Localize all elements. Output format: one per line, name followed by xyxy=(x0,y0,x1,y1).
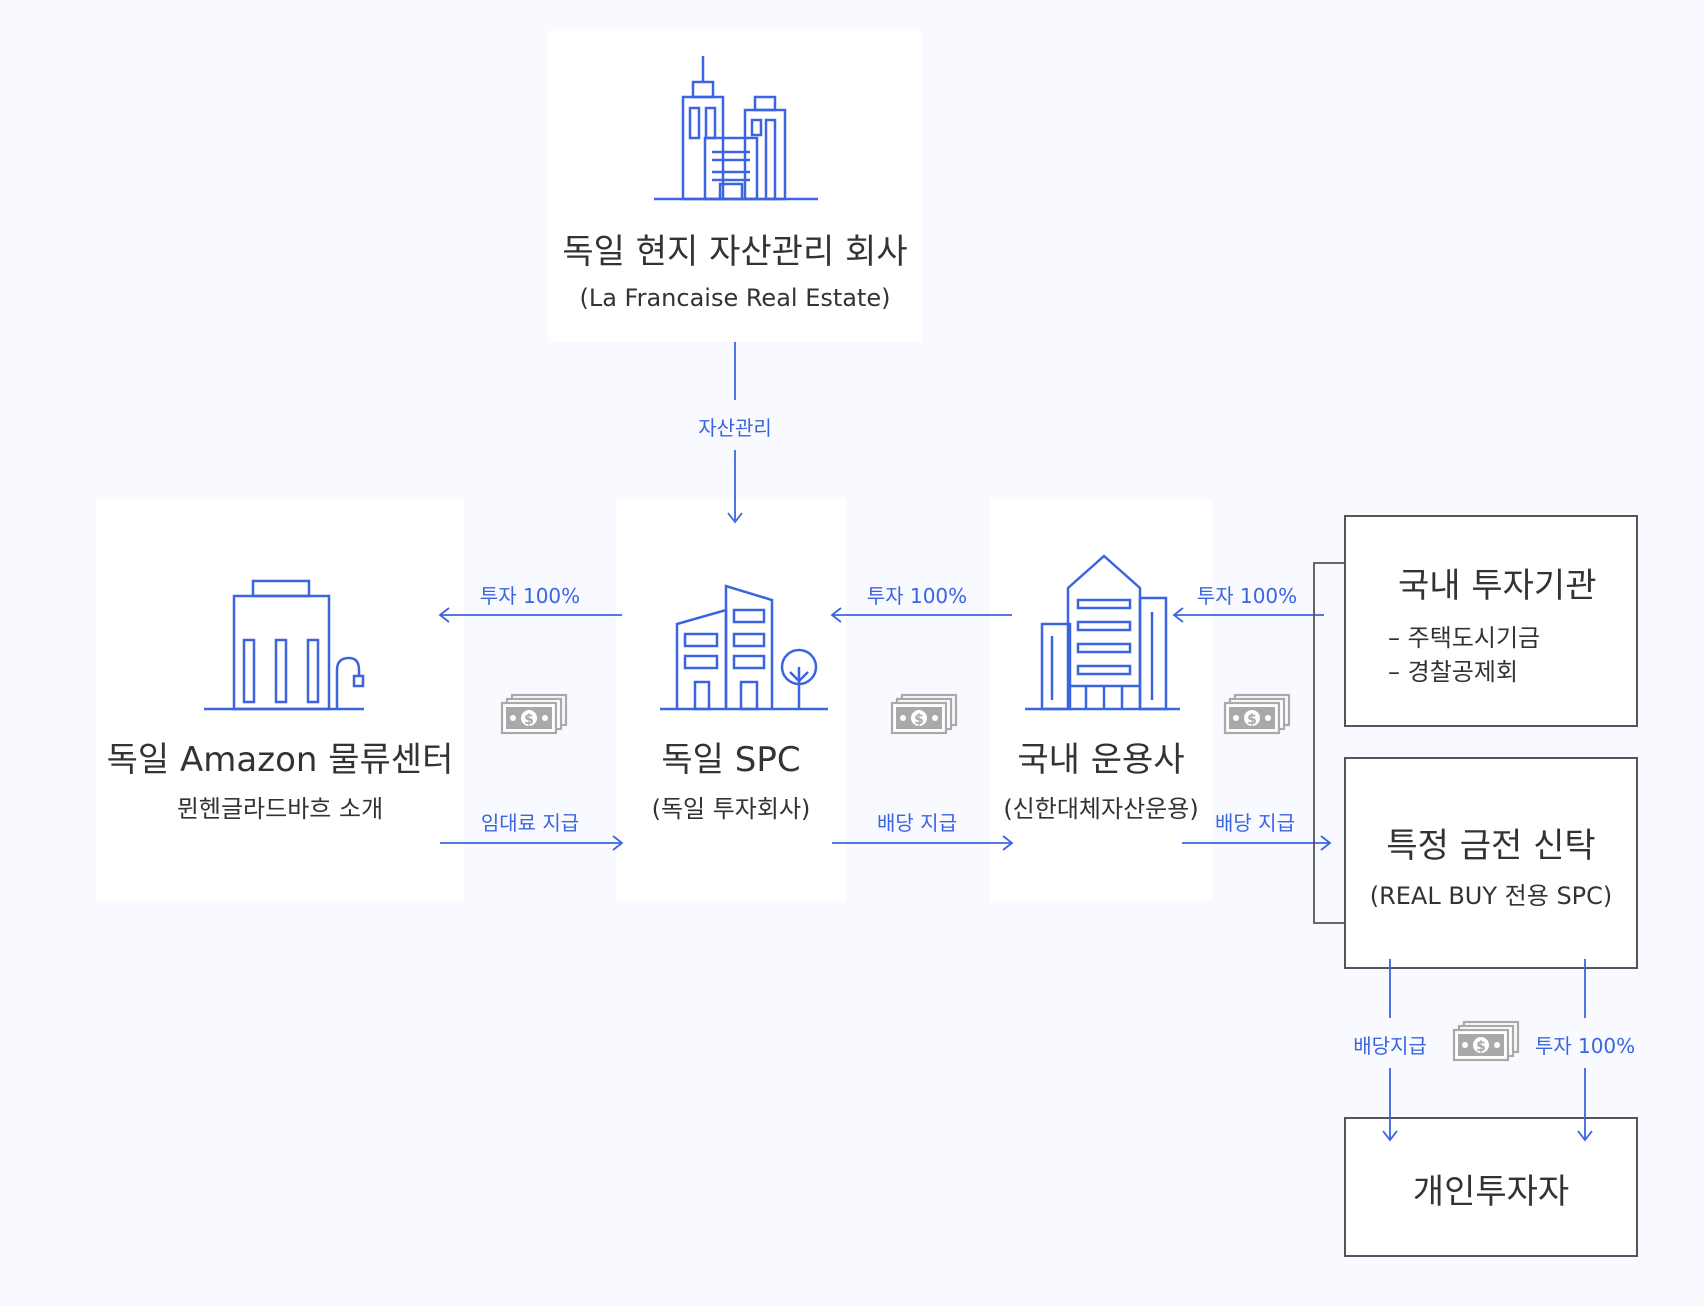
individual-investor-title: 개인투자자 xyxy=(1412,1172,1570,1212)
manager-card xyxy=(990,499,1212,901)
trust-to-individual-label: 배당지급 xyxy=(1353,1034,1427,1058)
skyscraper-icon xyxy=(654,56,818,201)
institution-item: – 주택도시기금 xyxy=(1388,624,1541,652)
money-stack-icon xyxy=(890,693,958,735)
institutions-box xyxy=(1344,515,1638,727)
money-stack-icon xyxy=(500,693,568,735)
money-stack-icon xyxy=(1223,693,1291,735)
money-stack-icon xyxy=(1452,1020,1520,1062)
trust-subtitle: (REAL BUY 전용 SPC) xyxy=(1369,882,1613,910)
amazon-card xyxy=(96,499,464,901)
manager-to-trust-label: 배당 지급 xyxy=(1215,811,1295,835)
amazon-to-spc-label: 임대료 지급 xyxy=(480,811,580,835)
office-building-icon xyxy=(660,584,828,711)
manager-title: 국내 운용사 xyxy=(1017,740,1185,780)
spc-title: 독일 SPC xyxy=(661,740,801,780)
institutions-to-manager-label: 투자 100% xyxy=(1196,584,1298,608)
spc-card xyxy=(616,499,846,901)
spc-to-manager-label: 배당 지급 xyxy=(877,811,957,835)
asset-manager-title: 독일 현지 자산관리 회사 xyxy=(562,232,908,272)
trust-title: 특정 금전 신탁 xyxy=(1386,826,1596,866)
individual-investor-box xyxy=(1344,1117,1638,1257)
amazon-title: 독일 Amazon 물류센터 xyxy=(106,740,454,780)
warehouse-icon xyxy=(204,579,365,711)
asset-management-label: 자산관리 xyxy=(698,416,772,440)
tower-building-icon xyxy=(1025,554,1180,711)
spc-subtitle: (독일 투자회사) xyxy=(651,795,811,823)
asset-manager-subtitle: (La Francaise Real Estate) xyxy=(579,284,891,312)
asset-manager-card xyxy=(548,31,922,342)
institutions-title: 국내 투자기관 xyxy=(1398,566,1597,606)
manager-subtitle: (신한대체자산운용) xyxy=(1003,795,1199,823)
manager-to-spc-label: 투자 100% xyxy=(866,584,968,608)
trust-box xyxy=(1344,757,1638,969)
institution-item: – 경찰공제회 xyxy=(1388,658,1519,686)
amazon-subtitle: 뮌헨글라드바흐 소개 xyxy=(176,795,384,823)
spc-to-amazon-label: 투자 100% xyxy=(479,584,581,608)
individual-to-trust-label: 투자 100% xyxy=(1534,1034,1636,1058)
bracket-connector xyxy=(1313,562,1344,924)
